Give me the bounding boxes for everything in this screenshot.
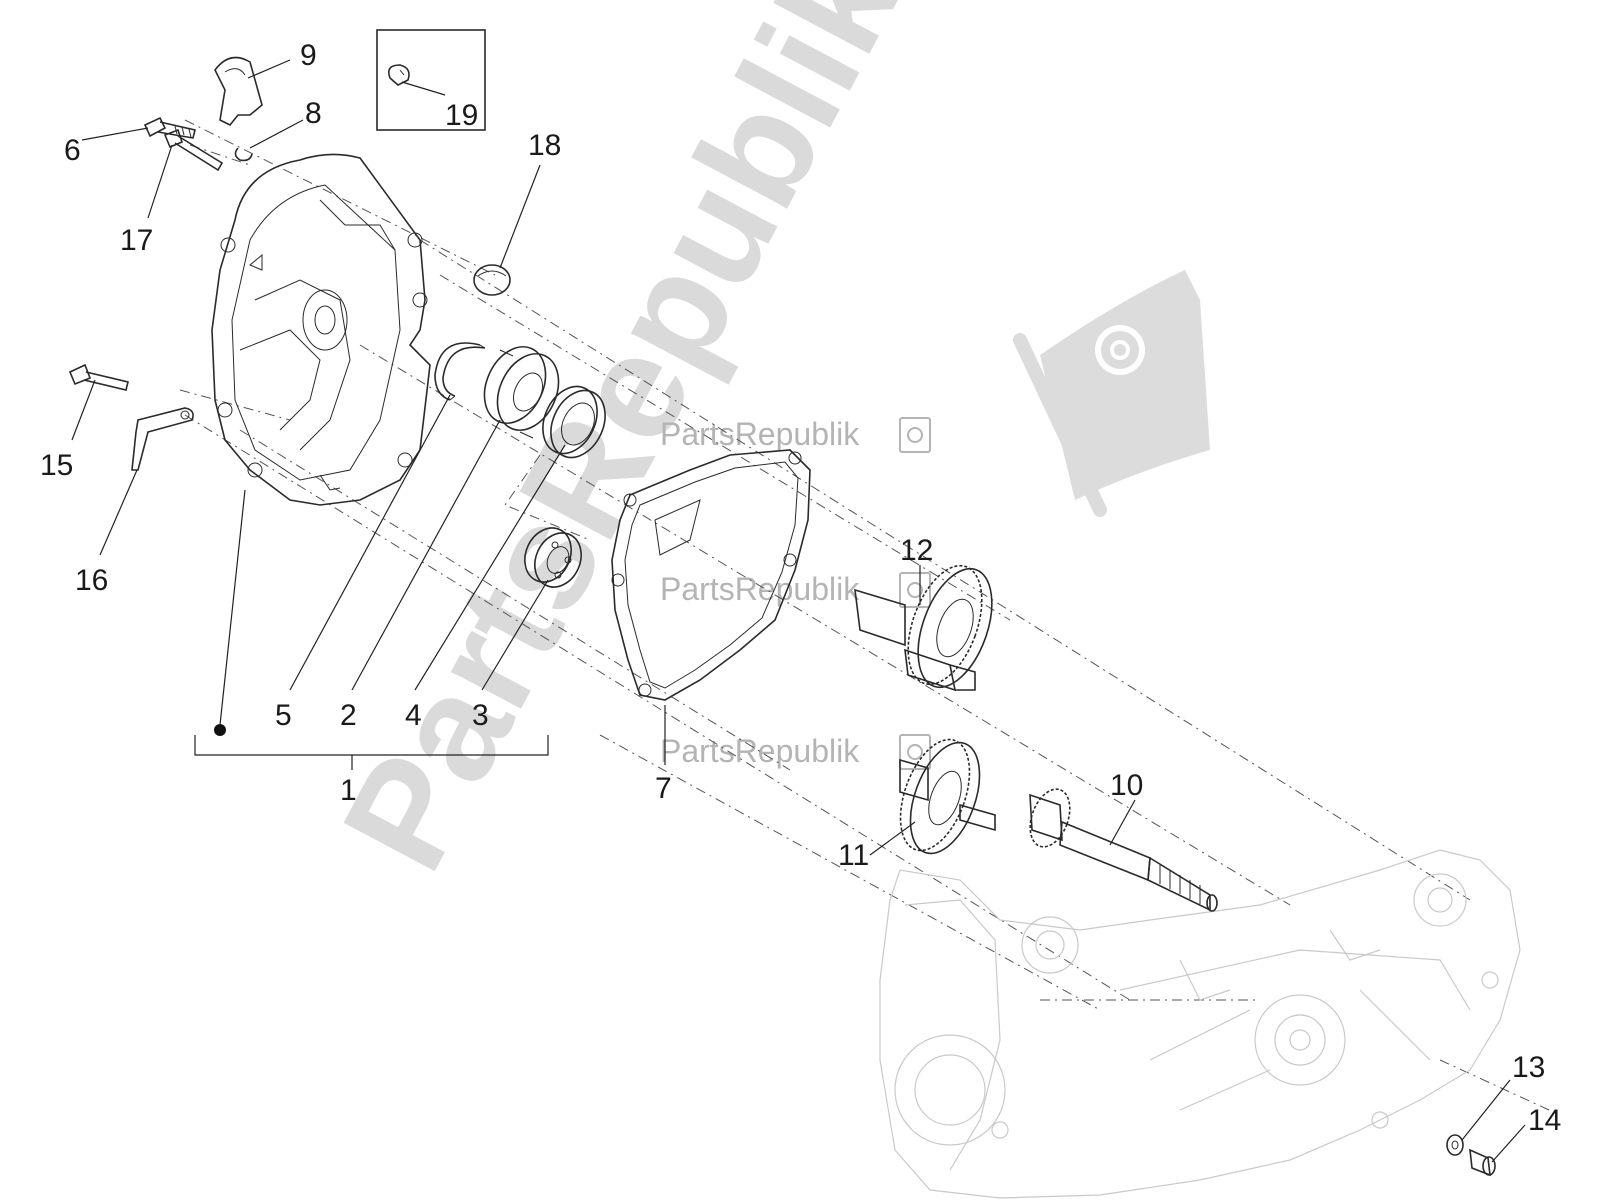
part-3-bearing	[524, 527, 582, 588]
watermark-flag-icon	[1013, 270, 1210, 517]
callout-3: 3	[472, 699, 489, 732]
callout-11: 11	[838, 839, 869, 872]
watermark-text-3: PartsRepublik	[660, 733, 860, 769]
part-4-seal	[542, 385, 606, 459]
leader-lines	[71, 59, 1526, 1163]
part-8-clip	[234, 147, 253, 162]
part-5-circlip	[434, 342, 486, 401]
part-19-box	[376, 29, 486, 131]
callout-6: 6	[64, 134, 81, 167]
callout-19: 19	[445, 99, 478, 132]
callout-7: 7	[655, 772, 672, 805]
part-15-bolt	[68, 363, 129, 391]
callout-18: 18	[528, 129, 561, 162]
watermark-text-2: PartsRepublik	[660, 571, 860, 607]
watermark-layer: PartsRepublik PartsRepublik PartsRepubli…	[310, 0, 1210, 895]
part-17-bolt	[163, 128, 224, 172]
callout-5: 5	[275, 699, 292, 732]
callout-17: 17	[120, 224, 153, 257]
callout-9: 9	[300, 39, 317, 72]
callout-15: 15	[40, 449, 73, 482]
part-18-plug	[473, 264, 511, 296]
part-9-pipe	[214, 56, 263, 127]
callout-16: 16	[75, 564, 108, 597]
callout-8: 8	[305, 97, 322, 130]
callout-12: 12	[900, 534, 933, 567]
part-16-bracket	[131, 407, 194, 471]
callout-13: 13	[1512, 1051, 1545, 1084]
part-11-gear	[899, 738, 996, 855]
part-2-bearing	[483, 346, 560, 439]
callout-14: 14	[1528, 1104, 1561, 1137]
kit-member-dot	[214, 724, 226, 736]
part-12-gear-shaft	[854, 564, 993, 692]
callout-labels: 1 2 3 4 5 6 7 8 9 10 11 12 13 14 15 16 1…	[40, 39, 1561, 1137]
transmission-cover	[211, 153, 431, 506]
callout-10: 10	[1110, 769, 1143, 802]
crankcase	[879, 849, 1521, 1199]
watermark-text-1: PartsRepublik	[660, 416, 860, 452]
axis-lines	[179, 119, 1561, 1116]
part-7-gasket	[611, 449, 811, 701]
part-14-plug	[1469, 1148, 1496, 1177]
callout-2: 2	[340, 699, 357, 732]
kit-bracket	[194, 724, 549, 770]
part-10-shaft	[1029, 788, 1218, 912]
callout-1: 1	[340, 774, 357, 807]
callout-4: 4	[405, 699, 422, 732]
part-13-washer	[1446, 1134, 1464, 1156]
watermark-gear-icon	[899, 417, 931, 770]
